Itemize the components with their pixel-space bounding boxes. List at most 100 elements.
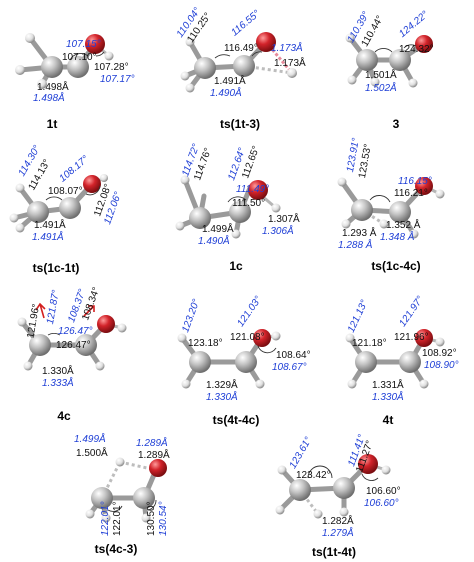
- carbon-atom: [59, 197, 81, 219]
- angle-label-blue: 111.49°: [236, 184, 269, 195]
- carbon-atom: [194, 57, 216, 79]
- molecule-ts-1c-1t: [9, 174, 108, 233]
- molecule-1c: [175, 175, 281, 239]
- oxygen-atom: [415, 329, 433, 347]
- hydrogen-atom: [345, 33, 355, 43]
- angle-label-black: 108.92°: [422, 348, 457, 359]
- bond-length-black: 1.289Å: [138, 448, 170, 461]
- panel-ts-1t-4t: 123.61° 123.42° 111.41° 111.27° 106.60° …: [275, 433, 401, 559]
- structure-name: 1c: [229, 259, 243, 273]
- carbon-atom: [389, 201, 411, 223]
- hydrogen-atom: [419, 379, 429, 389]
- structure-name: 1t: [47, 117, 58, 131]
- hydrogen-atom: [435, 337, 445, 347]
- hydrogen-atom: [381, 465, 391, 475]
- oxygen-atom: [256, 32, 276, 52]
- structure-name: 4t: [383, 413, 394, 427]
- panel-ts-1c-4c: 123.91° 123.53° 116.15° 116.21° 1.293 Å …: [337, 137, 445, 273]
- angle-label-black: 108.07°: [48, 186, 83, 197]
- molecule-4t: [345, 329, 445, 389]
- bond-length-black: 1.307Å: [268, 212, 300, 225]
- bond-length-blue: 1.306Å: [262, 224, 294, 237]
- structure-name: 4c: [57, 409, 71, 423]
- hydrogen-atom: [255, 379, 265, 389]
- hydrogen-atom: [347, 379, 357, 389]
- carbon-atom: [356, 49, 378, 71]
- structure-name: 3: [393, 117, 400, 131]
- carbon-atom: [289, 479, 311, 501]
- hydrogen-atom: [141, 513, 151, 523]
- hydrogen-atom: [231, 229, 241, 239]
- oxygen-atom: [85, 34, 105, 54]
- molecule-1t: [15, 33, 114, 89]
- hydrogen-atom: [115, 457, 125, 467]
- carbon-atom: [91, 487, 113, 509]
- angle-label-blue: 123.61°: [288, 435, 315, 470]
- angle-label-blue: 107.15°: [66, 39, 101, 50]
- hydrogen-atom: [287, 68, 297, 78]
- structure-name: ts(1t-3): [220, 117, 260, 131]
- hydrogen-atom: [104, 51, 114, 61]
- hydrogen-atom: [15, 223, 25, 233]
- hydrogen-atom: [23, 361, 33, 371]
- structure-name: ts(1c-4c): [371, 259, 420, 273]
- angle-label-black: 107.10°: [62, 52, 97, 63]
- bond-length-black: 1.282Å: [322, 514, 354, 527]
- carbon-atom: [233, 55, 255, 77]
- panel-3: 110.39° 110.44° 124.22° 124.32° 1.501Å 1…: [345, 9, 434, 131]
- carbon-atom: [133, 487, 155, 509]
- hydrogen-atom: [101, 513, 111, 523]
- oxygen-atom: [358, 454, 378, 474]
- hydrogen-atom: [180, 175, 190, 185]
- angle-label-black: 123.42°: [296, 470, 331, 481]
- oxygen-atom: [149, 459, 167, 477]
- hydrogen-atom: [341, 219, 351, 229]
- angle-label-black: 130.50°: [146, 501, 157, 536]
- bond-length-black: 1.331Å: [372, 378, 404, 391]
- bond-length-black: 1.498Å: [37, 80, 69, 93]
- bond-length-black: 1.491Å: [34, 218, 66, 231]
- angle-label-blue: 107.17°: [100, 74, 135, 85]
- angle-label-black: 106.60°: [366, 486, 401, 497]
- angle-label-black: 121.18°: [352, 338, 387, 349]
- bond-length-blue: 1.499Å: [74, 432, 106, 445]
- bond-length-blue: 1.289Å: [136, 436, 168, 449]
- panel-4c: 121.96° 121.87° 108.37° 108.34° 126.47° …: [17, 286, 127, 423]
- hydrogen-atom: [275, 505, 285, 515]
- hydrogen-atom: [185, 83, 195, 93]
- angle-label-blue: 121.03°: [235, 294, 264, 329]
- molecule-ts-1t-4t: [275, 454, 391, 519]
- red-arrow: [83, 305, 95, 317]
- carbon-atom: [389, 49, 411, 71]
- bond-length-black: 1.293 Å: [342, 226, 377, 239]
- molecule-ts-1t-3: [180, 32, 297, 93]
- bond-length-blue: 1.333Å: [42, 376, 74, 389]
- hydrogen-atom: [271, 203, 281, 213]
- hydrogen-atom: [185, 37, 195, 47]
- hydrogen-atom: [117, 323, 127, 333]
- hydrogen-atom: [37, 79, 47, 89]
- carbon-atom: [75, 334, 97, 356]
- bond-length-black: 1.330Å: [42, 364, 74, 377]
- hydrogen-atom: [175, 221, 185, 231]
- hydrogen-atom: [85, 509, 95, 519]
- structure-name: ts(4c-3): [95, 542, 138, 556]
- angle-label-blue: 116.15°: [398, 176, 432, 187]
- angle-label-black: 116.49°: [224, 43, 258, 54]
- hydrogen-atom: [177, 333, 187, 343]
- bond-length-blue: 1.279Å: [322, 526, 354, 539]
- angle-label-black: 108.64°: [276, 350, 311, 361]
- angle-label-blue: 106.60°: [364, 498, 399, 509]
- carbon-atom: [29, 334, 51, 356]
- angle-label-black: 121.08°: [230, 332, 265, 343]
- structure-name: ts(4t-4c): [213, 413, 260, 427]
- hydrogen-atom: [271, 331, 281, 341]
- bond-length-blue: 1.330Å: [372, 390, 404, 403]
- oxygen-atom: [415, 35, 433, 53]
- hydrogen-atom: [15, 183, 25, 193]
- bond-length-black: 1.173Å: [274, 56, 306, 69]
- molecule-4c: [17, 302, 127, 371]
- hydrogen-atom: [339, 507, 349, 517]
- panel-4t: 121.13° 121.18° 121.97° 121.96° 108.92° …: [345, 294, 459, 427]
